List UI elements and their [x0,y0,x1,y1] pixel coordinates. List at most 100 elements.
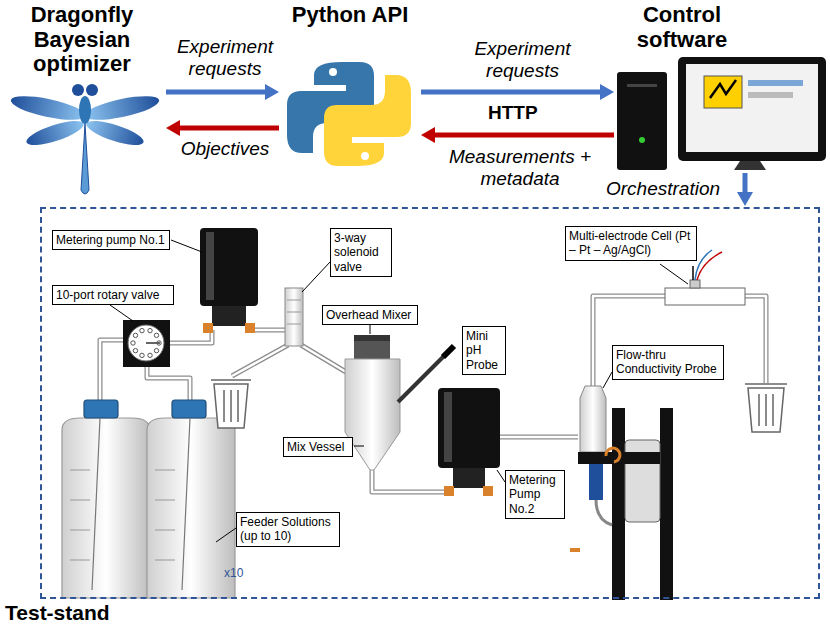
arrow-shaft [166,90,267,95]
solenoid-valve [285,288,303,346]
heading-text: Dragonfly Bayesian optimizer [7,3,157,77]
feeder-bottles [70,470,175,560]
metering-pump-1 [200,228,258,333]
waste-bin [745,383,787,385]
conductivity-probe [589,464,603,500]
metering-pump-1 [212,306,246,326]
computer-icon [617,72,667,170]
metering-pump-2 [483,486,493,496]
callout-box: Feeder Solutions (up to 10) [236,512,340,547]
metering-pump-1 [203,323,213,333]
rotary-valve [123,320,170,367]
title-block: Dragonfly Bayesian optimizer [0,0,165,195]
arrow-connector [421,127,614,143]
callout-box: 3-way solenoid valve [330,228,392,277]
protocol-label: HTTP [488,102,538,124]
valve-ports [131,328,161,357]
conductivity-probe [570,386,673,600]
computer-icon [617,57,826,170]
conductivity-probe [660,408,673,600]
waste-bin [214,384,248,428]
callout-text: Mini pH Probe [466,329,502,372]
waste-bin [211,379,251,381]
metering-pump-2 [444,392,452,462]
leader-lines [370,324,371,334]
heading-text: Python API [280,3,420,28]
valve-ports [140,353,144,357]
leader-lines [216,528,236,542]
callout-box: Mix Vessel [283,437,353,457]
conductivity-probe [570,548,580,552]
python-logo [329,68,337,76]
callout-text: Metering Pump No.2 [509,473,561,516]
feeder-bottles [92,418,100,590]
valve-ports [148,353,152,357]
solenoid-valve [285,288,303,346]
valve-ports [154,333,158,337]
feeder-bottles [182,418,190,590]
callout-box: Metering pump No.1 [52,230,170,250]
callout-text: Overhead Mixer [326,308,414,322]
callout-box: 10-port rotary valve [52,285,174,305]
metering-pump-1 [245,323,255,333]
metering-pump-2 [444,486,454,496]
conductivity-probe [612,408,625,600]
solenoid-valve [287,300,301,324]
callout-box: Flow-thru Conductivity Probe [612,345,724,380]
leader-lines [660,264,688,284]
conductivity-probe [596,500,612,525]
metering-pump-2 [438,388,500,496]
arrow-connector [421,84,614,100]
count-label: x10 [224,566,243,580]
python-logo [324,75,411,166]
callout-box: Overhead Mixer [322,305,418,325]
valve-ports [140,328,144,332]
computer-icon [748,80,803,86]
overhead-mixer [354,335,390,359]
valve-ports [131,341,135,345]
arrow-connector [166,120,279,136]
leader-lines [110,240,688,542]
callout-text: Multi-electrode Cell (Pt – Pt – Ag/AgCl) [569,229,693,258]
multi-electrode-cell [690,280,700,288]
multi-electrode-cell [692,266,694,280]
title-block: Control software [615,0,828,172]
title-block: Python API [280,0,420,175]
python-logo [361,152,369,160]
leader-lines [171,240,202,252]
multi-electrode-cell [697,252,722,280]
computer-icon [748,92,793,98]
callout-text: 3-way solenoid valve [334,231,388,274]
feeder-bottles [62,400,235,598]
computer-icon [710,80,736,98]
arrow-head [737,192,753,206]
metering-pump-2 [438,388,500,468]
mix-vessel [345,359,400,470]
computer-icon [678,57,826,161]
rotary-valve [123,320,170,367]
multi-electrode-cell [695,250,712,280]
dragonfly-icon [24,116,86,150]
waste-bin [759,394,773,426]
callout-text: Flow-thru Conductivity Probe [616,348,720,377]
metering-pump-1 [206,232,214,300]
metering-pump-2 [453,468,485,488]
callout-text: Mix Vessel [287,440,349,454]
overhead-mixer [354,335,390,359]
mix-vessel [345,359,400,470]
arrow-head [600,84,614,100]
feeder-bottles [172,400,206,418]
multi-electrode-cell [665,288,745,305]
waste-bin [748,388,784,432]
arrow-head [421,127,435,143]
ph-probe [443,346,454,357]
edge-label: Measurements + metadata [445,146,595,190]
test-stand-frame: Test-standMetering pump No.110-port rota… [40,207,820,599]
waste-bin [224,390,238,422]
valve-ports [157,341,161,345]
dragonfly-icon [84,116,146,150]
valve-ports [148,328,152,332]
leader-lines [110,305,133,321]
dragonfly-icon [9,84,161,194]
conductivity-probe [606,448,620,462]
